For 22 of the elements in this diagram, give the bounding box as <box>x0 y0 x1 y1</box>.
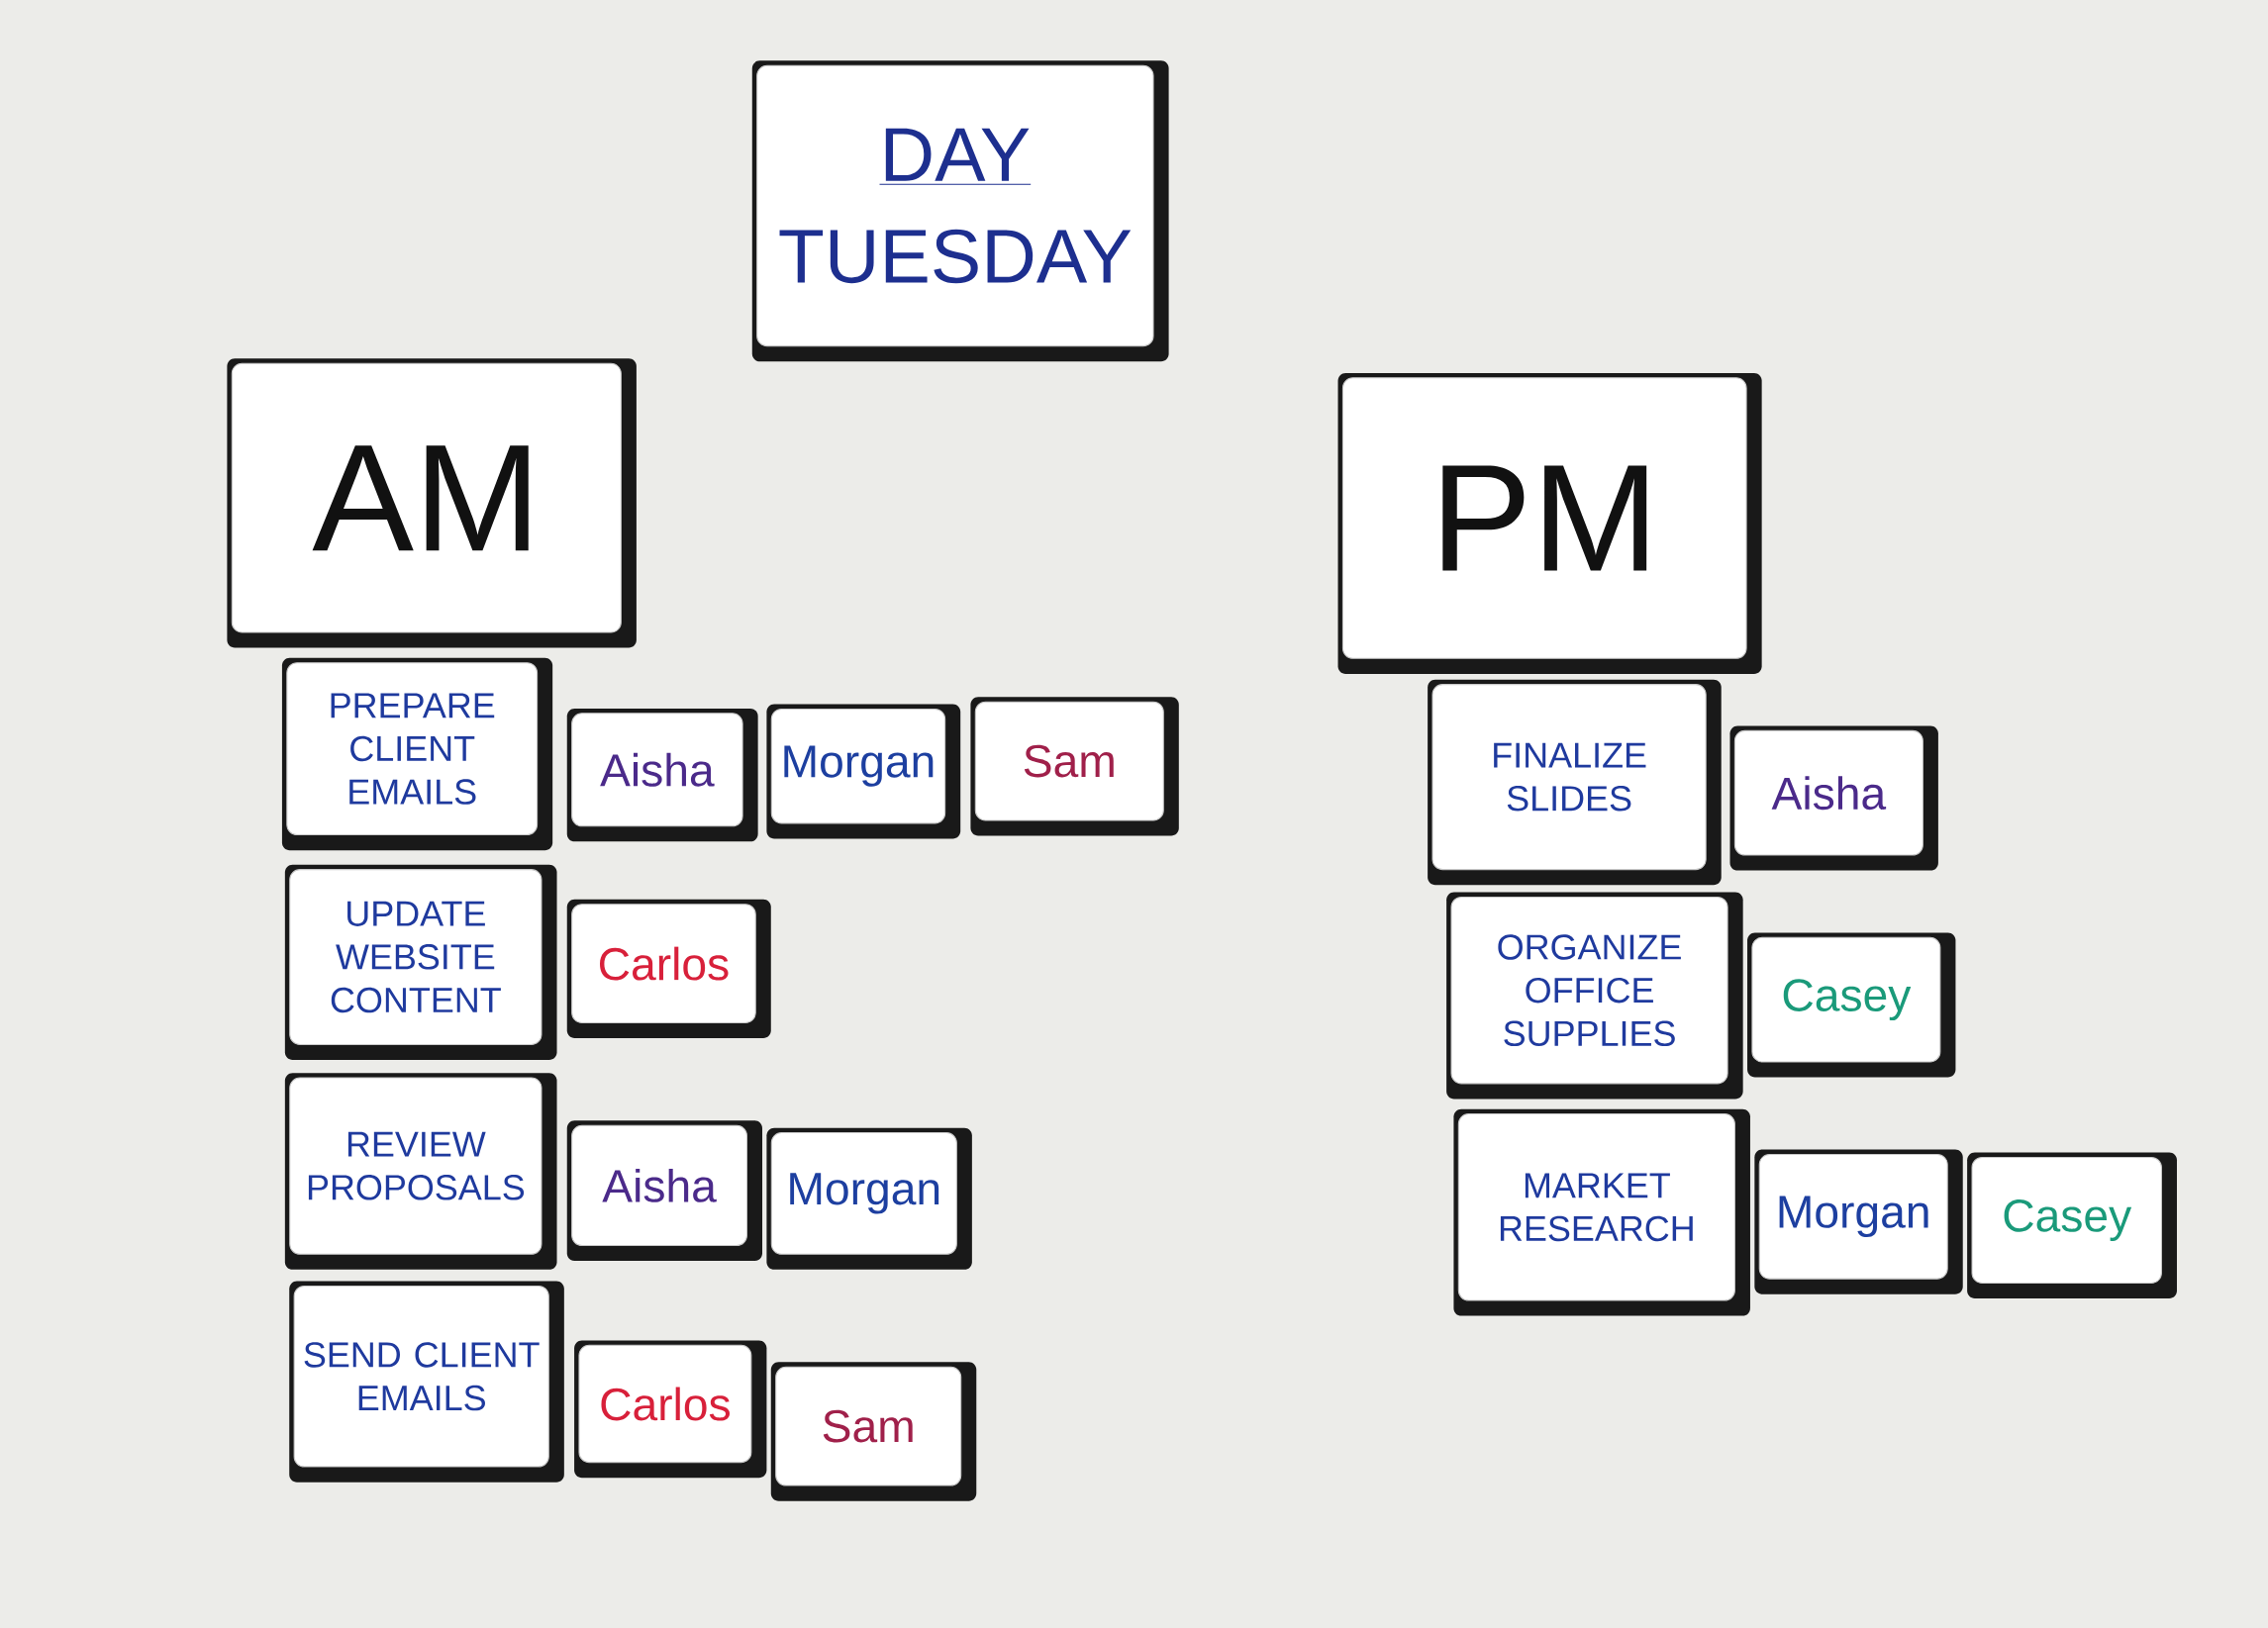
task-tile: REVIEW PROPOSALS <box>284 1073 557 1270</box>
person-tile: Aisha <box>566 708 758 842</box>
person-tile: Morgan <box>1754 1149 1963 1294</box>
person-tile: Sam <box>970 697 1179 836</box>
person-tile: Aisha <box>1729 725 1938 871</box>
task-tile: UPDATE WEBSITE CONTENT <box>284 864 557 1060</box>
person-tile: Casey <box>1967 1152 2177 1298</box>
task-tile: ORGANIZE OFFICE SUPPLIES <box>1446 892 1743 1100</box>
person-tile: Morgan <box>766 704 961 839</box>
task-tile: PREPARE CLIENT EMAILS <box>281 657 553 851</box>
period-tile: AM <box>227 358 637 648</box>
person-tile: Aisha <box>566 1120 762 1261</box>
period-tile: PM <box>1337 372 1762 674</box>
person-tile: Carlos <box>566 899 771 1038</box>
task-tile: MARKET RESEARCH <box>1453 1108 1750 1316</box>
task-tile: FINALIZE SLIDES <box>1428 679 1722 886</box>
person-tile: Sam <box>770 1362 977 1501</box>
person-tile: Morgan <box>766 1127 972 1270</box>
person-tile: Casey <box>1747 932 1956 1078</box>
day-tile: DAY TUESDAY <box>751 60 1169 362</box>
task-tile: SEND CLIENT EMAILS <box>289 1281 564 1483</box>
person-tile: Carlos <box>574 1340 767 1479</box>
